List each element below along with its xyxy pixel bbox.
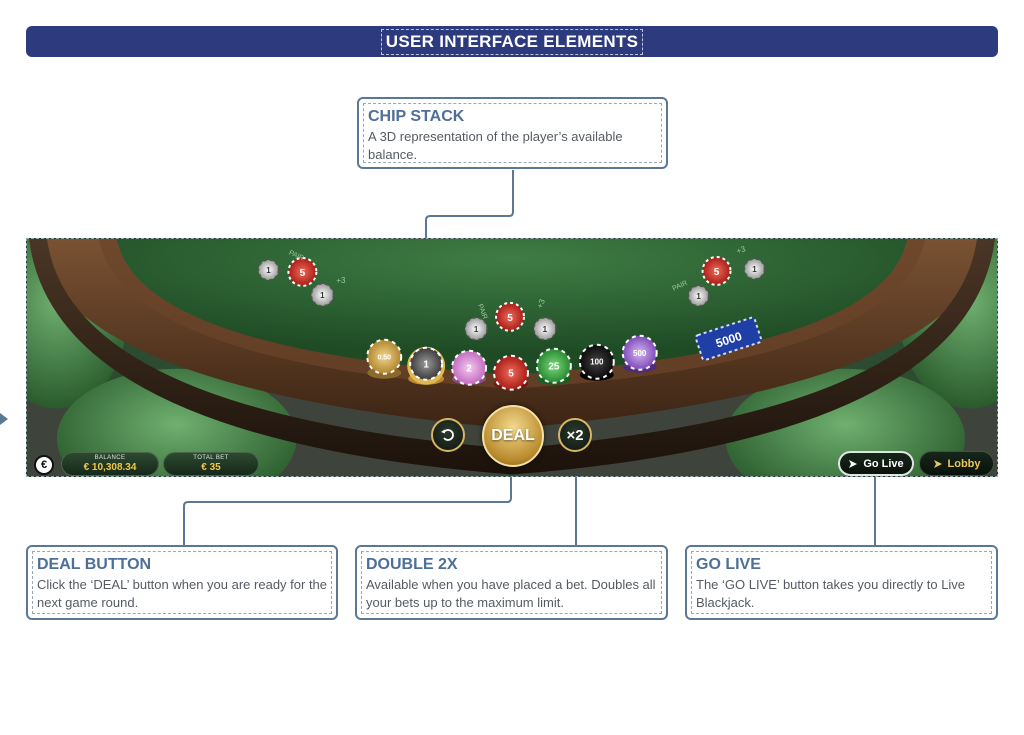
svg-text:5: 5 xyxy=(508,369,514,380)
chip-0-50: 0.50 xyxy=(366,338,403,379)
go-live-icon xyxy=(849,459,858,468)
svg-text:+3: +3 xyxy=(535,297,547,309)
euro-icon: € xyxy=(40,459,48,471)
balance-label: BALANCE xyxy=(94,455,126,461)
svg-text:+3: +3 xyxy=(336,276,346,285)
callout-chip-stack: CHIP STACK A 3D representation of the pl… xyxy=(357,97,668,169)
callout-deal-button: DEAL BUTTON Click the ‘DEAL’ button when… xyxy=(26,545,338,620)
lobby-icon xyxy=(933,459,942,468)
svg-text:1: 1 xyxy=(423,360,429,371)
double-button[interactable]: ×2 xyxy=(558,418,592,452)
callout-description: The ‘GO LIVE’ button takes you directly … xyxy=(696,577,966,610)
svg-text:5: 5 xyxy=(714,267,720,278)
chip-5: 5 xyxy=(493,354,529,391)
svg-text:1: 1 xyxy=(474,325,479,334)
blackjack-table-screenshot: 0.50 1 2 5 25 xyxy=(26,238,998,477)
svg-text:500: 500 xyxy=(633,349,647,358)
svg-text:2: 2 xyxy=(466,364,472,375)
chip-25: 25 xyxy=(535,347,572,385)
chip-500: 500 xyxy=(621,334,658,373)
callout-title: GO LIVE xyxy=(696,556,761,573)
lobby-button[interactable]: Lobby xyxy=(919,451,994,476)
chip-100: 100 xyxy=(578,343,615,381)
svg-text:5: 5 xyxy=(507,313,513,324)
svg-text:1: 1 xyxy=(543,325,548,334)
bet-spot-center[interactable]: 1 5 1 PAIR +3 xyxy=(464,297,557,341)
callout-title: CHIP STACK xyxy=(368,108,465,125)
total-bet-value: € 35 xyxy=(201,462,221,473)
svg-text:1: 1 xyxy=(696,292,701,301)
chip-layer: 0.50 1 2 5 25 xyxy=(257,244,766,391)
callout-go-live: GO LIVE The ‘GO LIVE’ button takes you d… xyxy=(685,545,998,620)
svg-text:25: 25 xyxy=(548,362,560,373)
page-title: USER INTERFACE ELEMENTS xyxy=(380,28,644,55)
table-armrest xyxy=(28,239,995,475)
lobby-label: Lobby xyxy=(947,457,981,470)
chip-stack[interactable]: 0.50 1 2 5 25 xyxy=(366,334,658,391)
callout-title: DOUBLE 2X xyxy=(366,556,458,573)
balance-value: € 10,308.34 xyxy=(83,462,137,473)
header-bar: USER INTERFACE ELEMENTS xyxy=(26,26,998,57)
callout-description: Click the ‘DEAL’ button when you are rea… xyxy=(37,577,328,610)
svg-text:+3: +3 xyxy=(735,244,747,256)
deal-button[interactable]: DEAL xyxy=(482,405,544,467)
currency-button[interactable]: € xyxy=(34,455,54,475)
side-arrow-icon xyxy=(0,413,8,425)
callout-description: Available when you have placed a bet. Do… xyxy=(366,577,656,610)
deal-button-label: DEAL xyxy=(491,427,535,444)
undo-icon xyxy=(441,429,454,441)
go-live-label: Go Live xyxy=(863,457,904,470)
svg-text:1: 1 xyxy=(266,266,271,275)
bet-spot-left[interactable]: 5 1 1 PAIR +3 xyxy=(257,249,346,307)
total-bet-display: TOTAL BET € 35 xyxy=(163,452,259,476)
callout-title: DEAL BUTTON xyxy=(37,556,152,573)
svg-text:100: 100 xyxy=(590,358,604,367)
bet-spot-right[interactable]: 5 1 1 PAIR +3 xyxy=(672,244,766,307)
svg-text:0.50: 0.50 xyxy=(377,355,391,362)
total-bet-label: TOTAL BET xyxy=(193,455,229,461)
svg-text:1: 1 xyxy=(320,291,325,300)
chip-2: 2 xyxy=(451,349,488,386)
undo-button[interactable] xyxy=(431,418,465,452)
chair-left-front xyxy=(56,368,297,476)
svg-text:1: 1 xyxy=(752,265,757,274)
svg-text:PAIR: PAIR xyxy=(476,303,488,320)
callout-double: DOUBLE 2X Available when you have placed… xyxy=(355,545,668,620)
go-live-button[interactable]: Go Live xyxy=(838,451,914,476)
callout-description: A 3D representation of the player’s avai… xyxy=(368,129,623,162)
chair-right-front xyxy=(725,368,965,476)
double-button-label: ×2 xyxy=(566,426,584,444)
plaque-5000: 5000 xyxy=(694,316,763,361)
svg-text:5: 5 xyxy=(300,268,306,279)
balance-display: BALANCE € 10,308.34 xyxy=(61,452,159,476)
chip-1: 1 xyxy=(407,346,446,385)
svg-text:PAIR: PAIR xyxy=(672,280,689,293)
